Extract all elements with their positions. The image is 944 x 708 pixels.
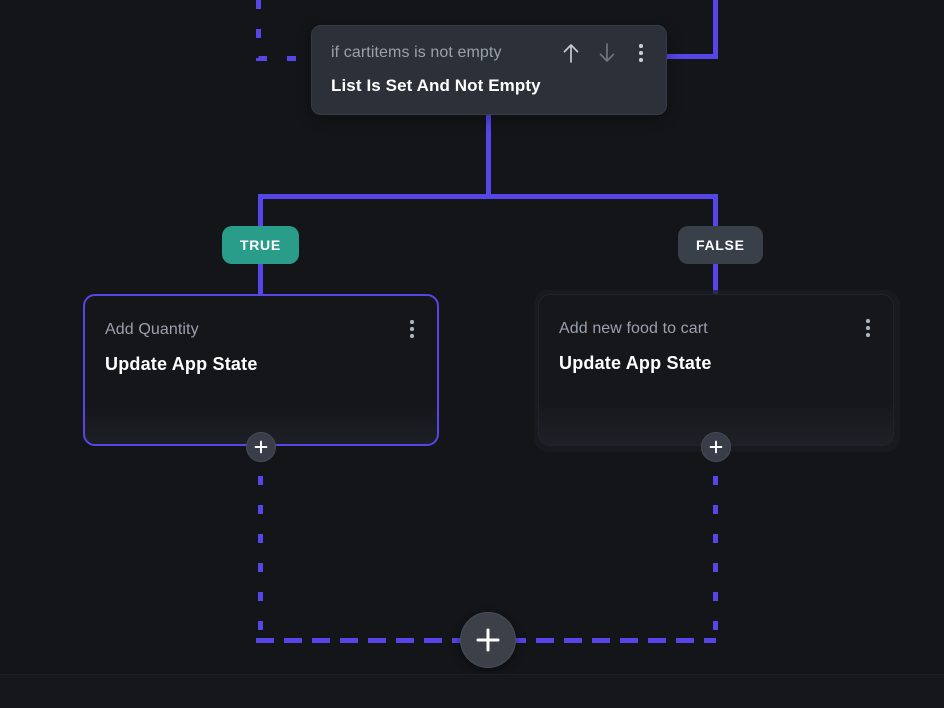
condition-actions (560, 40, 650, 66)
action-node-false[interactable]: Add new food to cart Update App State (538, 294, 894, 446)
action-node-true-title: Update App State (105, 354, 258, 374)
condition-subtitle: if cartitems is not empty (331, 44, 502, 61)
action-node-true[interactable]: Add Quantity Update App State (83, 294, 439, 446)
action-node-true-more-icon[interactable] (403, 316, 421, 342)
action-node-false-title: Update App State (559, 353, 712, 373)
add-step-button-flow-end[interactable] (460, 612, 516, 668)
add-step-button-false-branch[interactable] (701, 432, 731, 462)
arrow-up-icon[interactable] (560, 40, 582, 66)
branch-badge-false: FALSE (678, 226, 763, 264)
arrow-down-icon[interactable] (596, 40, 618, 66)
action-node-true-subtitle: Add Quantity (105, 321, 199, 338)
add-step-button-true-branch[interactable] (246, 432, 276, 462)
branch-badge-true: TRUE (222, 226, 299, 264)
action-node-false-more-icon[interactable] (859, 315, 877, 341)
condition-more-icon[interactable] (632, 40, 650, 66)
action-node-false-subtitle: Add new food to cart (559, 320, 708, 337)
condition-title: List Is Set And Not Empty (331, 76, 541, 95)
canvas-bottom-bar (0, 674, 944, 708)
condition-node[interactable]: if cartitems is not empty List Is Set An… (311, 25, 667, 115)
